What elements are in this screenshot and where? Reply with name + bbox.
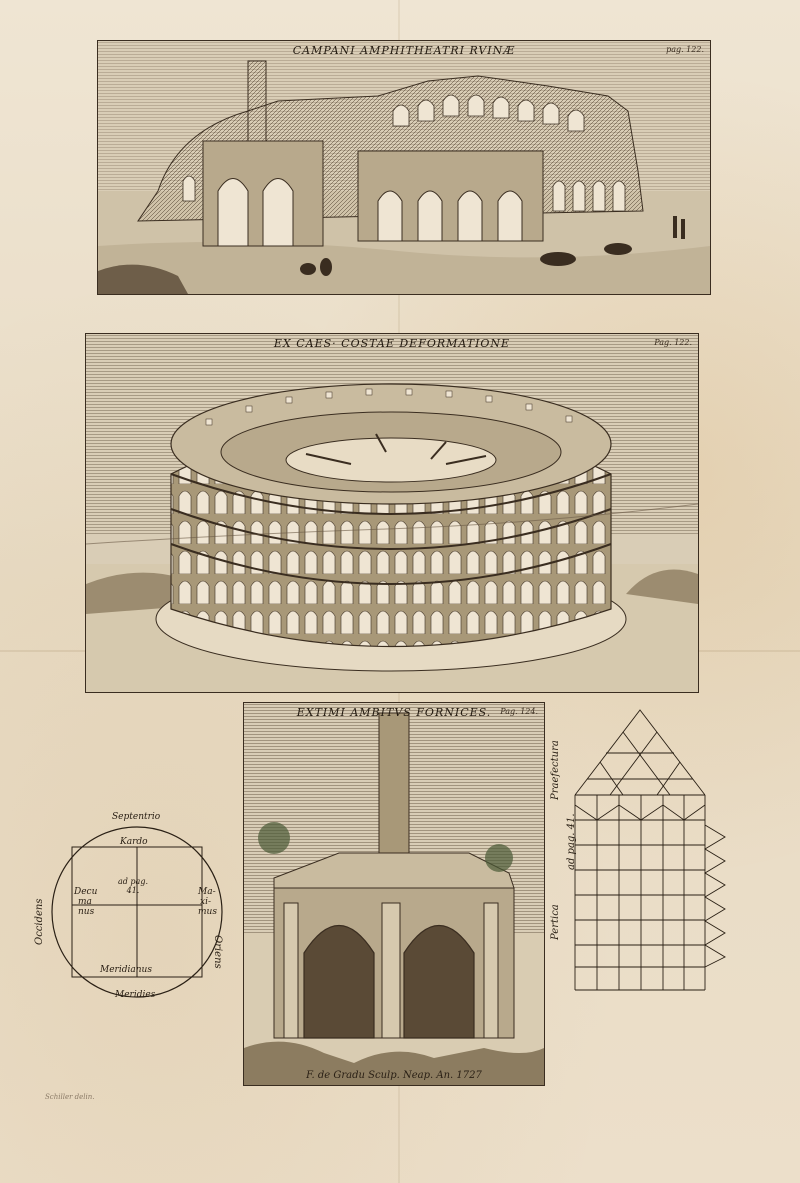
label-septentrio: Septentrio — [112, 812, 161, 822]
label-maximus-2: xi- — [200, 897, 211, 907]
praefectura-diagram: Pertica ad pag. 41. Praefectura — [550, 705, 740, 1000]
label-maximus-3: mus — [198, 907, 217, 917]
map-circle-graphic — [51, 826, 223, 998]
label-pertica: Pertica — [550, 904, 561, 940]
arches-engraving — [244, 703, 544, 1085]
label-oriens: Oriens — [212, 935, 223, 969]
page-reference-bottom: Pag. 124. — [500, 707, 538, 716]
label-meridianus: Meridianus — [100, 965, 152, 975]
label-decumanus-3: nus — [78, 907, 95, 917]
label-ad-pag-map: ad pag. 41. — [118, 877, 148, 895]
ruins-engraving — [98, 41, 710, 294]
cardo-decumanus-diagram: Septentrio Kardo ad pag. 41. Decu ma nus… — [34, 812, 235, 1010]
label-decumanus-2: ma — [78, 897, 92, 907]
plate-title-arches: EXTIMI AMBITVS FORNICES. — [296, 706, 492, 719]
colosseum-engraving — [86, 334, 698, 692]
engraver-credit: F. de Gradu Sculp. Neap. An. 1727 — [306, 1070, 482, 1081]
plate-title-reconstruction: EX CAES· COSTAE DEFORMATIONE — [273, 337, 511, 350]
page-reference-middle: Pag. 122. — [654, 338, 692, 347]
label-ad-pag-diagram: ad pag. 41. — [566, 813, 577, 870]
page-reference-top: pag. 122. — [666, 45, 704, 54]
plate-outer-arches: EXTIMI AMBITVS FORNICES. Pag. 124. F. de… — [243, 702, 545, 1086]
label-kardo: Kardo — [120, 837, 148, 847]
delineator-signature: Schiller delin. — [45, 1093, 95, 1101]
label-maximus-1: Ma- — [198, 887, 216, 897]
label-decumanus-1: Decu — [74, 887, 98, 897]
grid-graphic — [574, 709, 726, 991]
plate-title-ruins: CAMPANI AMPHITHEATRI RVINÆ — [292, 44, 516, 57]
label-praefectura: Praefectura — [550, 740, 561, 800]
plate-reconstruction: EX CAES· COSTAE DEFORMATIONE Pag. 122. — [85, 333, 699, 693]
label-occidens: Occidens — [34, 898, 45, 946]
plate-amphitheatre-ruins: CAMPANI AMPHITHEATRI RVINÆ pag. 122. — [97, 40, 711, 295]
label-meridies: Meridies — [115, 990, 156, 1000]
